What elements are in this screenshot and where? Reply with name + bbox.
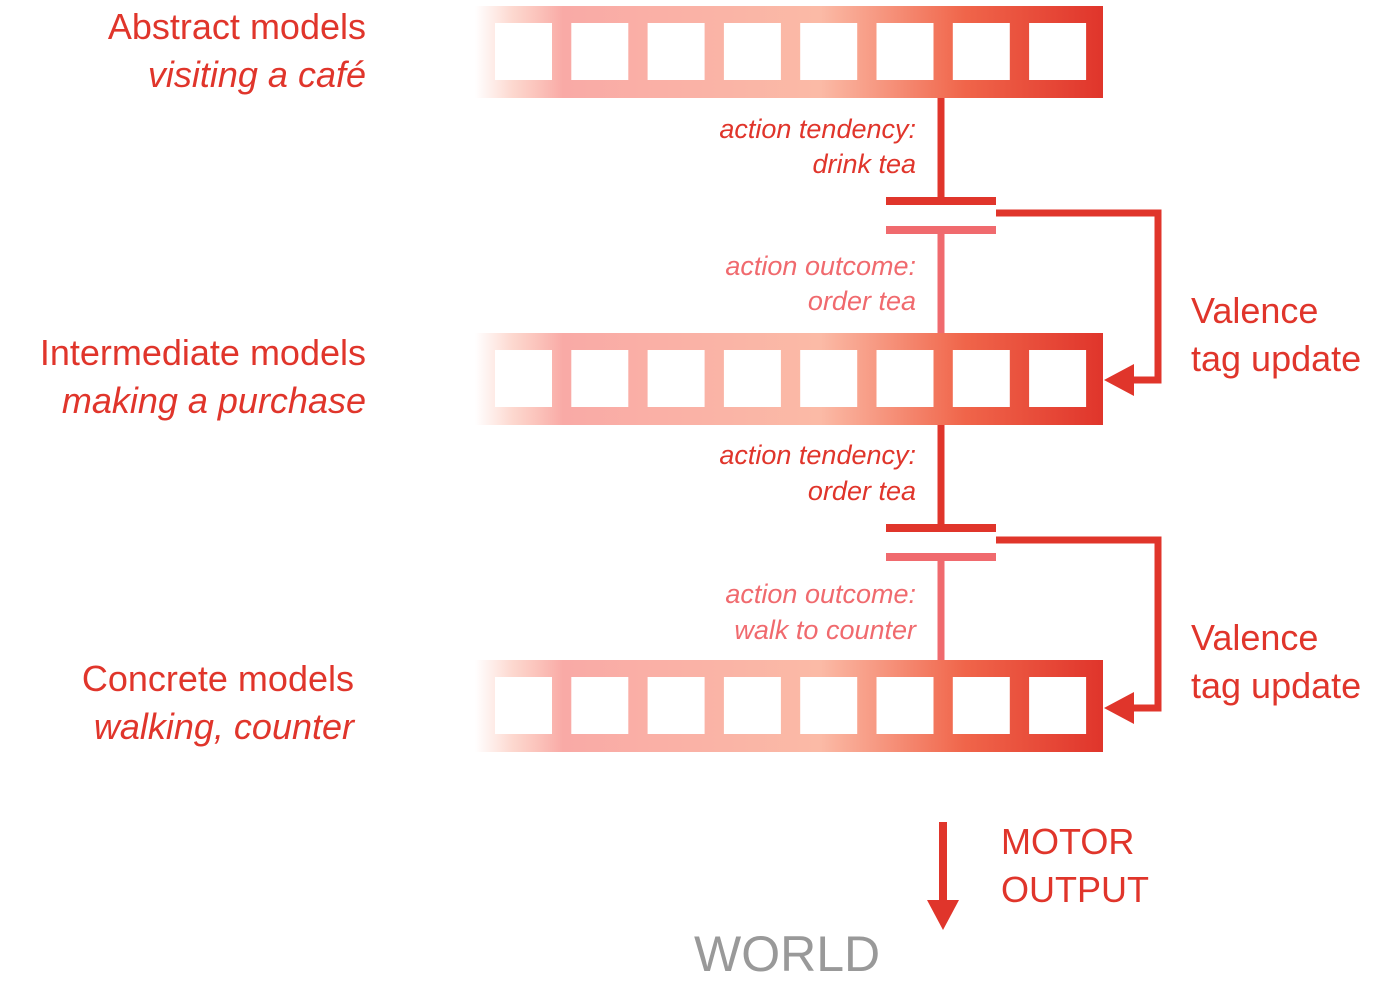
model-cell bbox=[800, 677, 858, 734]
model-cell bbox=[723, 350, 781, 407]
model-cell bbox=[876, 677, 934, 734]
action-tendency-value-1: drink tea bbox=[812, 149, 916, 179]
comparator-top-plate-2 bbox=[886, 524, 996, 532]
valence-feedback-path-1 bbox=[996, 209, 1162, 384]
link-2 bbox=[886, 425, 1162, 724]
model-cell bbox=[571, 23, 629, 80]
model-bar-concrete-cells bbox=[495, 677, 1087, 734]
model-cell bbox=[800, 23, 858, 80]
level-title-intermediate: Intermediate models bbox=[39, 332, 366, 373]
model-cell bbox=[723, 677, 781, 734]
motor-output-arrow bbox=[927, 822, 959, 930]
model-cell bbox=[952, 23, 1010, 80]
model-bar-intermediate bbox=[475, 333, 1103, 425]
model-cell bbox=[495, 677, 552, 734]
action-outcome-label-1: action outcome: bbox=[725, 251, 916, 281]
action-tendency-label-1: action tendency: bbox=[719, 114, 916, 144]
model-bar-abstract bbox=[475, 6, 1103, 98]
model-cell bbox=[1029, 23, 1087, 80]
model-cell bbox=[876, 350, 934, 407]
valence-arrowhead-2 bbox=[1104, 692, 1134, 724]
link-1 bbox=[886, 98, 1162, 396]
model-bar-intermediate-cells bbox=[495, 350, 1087, 407]
valence-subtitle-1: tag update bbox=[1191, 338, 1362, 379]
comparator-top-plate-1 bbox=[886, 197, 996, 205]
model-cell bbox=[571, 677, 629, 734]
action-outcome-label-2: action outcome: bbox=[725, 579, 916, 609]
valence-subtitle-2: tag update bbox=[1191, 665, 1362, 706]
model-cell bbox=[495, 23, 552, 80]
model-bar-concrete bbox=[475, 660, 1103, 752]
model-cell bbox=[571, 350, 629, 407]
level-subtitle-intermediate: making a purchase bbox=[61, 380, 366, 421]
level-subtitle-concrete: walking, counter bbox=[93, 706, 354, 747]
model-cell bbox=[1029, 350, 1087, 407]
action-outcome-value-1: order tea bbox=[807, 286, 916, 316]
valence-feedback-path-2 bbox=[996, 536, 1162, 712]
level-title-concrete: Concrete models bbox=[81, 658, 354, 699]
valence-title-2: Valence bbox=[1191, 617, 1319, 658]
model-cell bbox=[952, 350, 1010, 407]
model-cell bbox=[1029, 677, 1087, 734]
model-cell bbox=[952, 677, 1010, 734]
action-outcome-value-2: walk to counter bbox=[734, 615, 916, 645]
valence-title-1: Valence bbox=[1191, 290, 1319, 331]
model-cell bbox=[876, 23, 934, 80]
model-bar-abstract-cells bbox=[495, 23, 1087, 80]
world-label: WORLD bbox=[694, 926, 881, 982]
action-tendency-label-2: action tendency: bbox=[719, 440, 916, 470]
valence-arrowhead-1 bbox=[1104, 364, 1134, 396]
model-cell bbox=[723, 23, 781, 80]
motor-output-label-line1: MOTOR bbox=[1001, 821, 1135, 862]
level-subtitle-abstract: visiting a café bbox=[147, 54, 366, 95]
level-title-abstract: Abstract models bbox=[107, 6, 366, 47]
model-cell bbox=[647, 23, 705, 80]
model-cell bbox=[647, 350, 705, 407]
model-cell bbox=[495, 350, 552, 407]
action-tendency-value-2: order tea bbox=[807, 476, 916, 506]
motor-output-arrowhead bbox=[927, 900, 959, 930]
model-cell bbox=[647, 677, 705, 734]
model-cell bbox=[800, 350, 858, 407]
motor-output-label-line2: OUTPUT bbox=[1001, 869, 1149, 910]
